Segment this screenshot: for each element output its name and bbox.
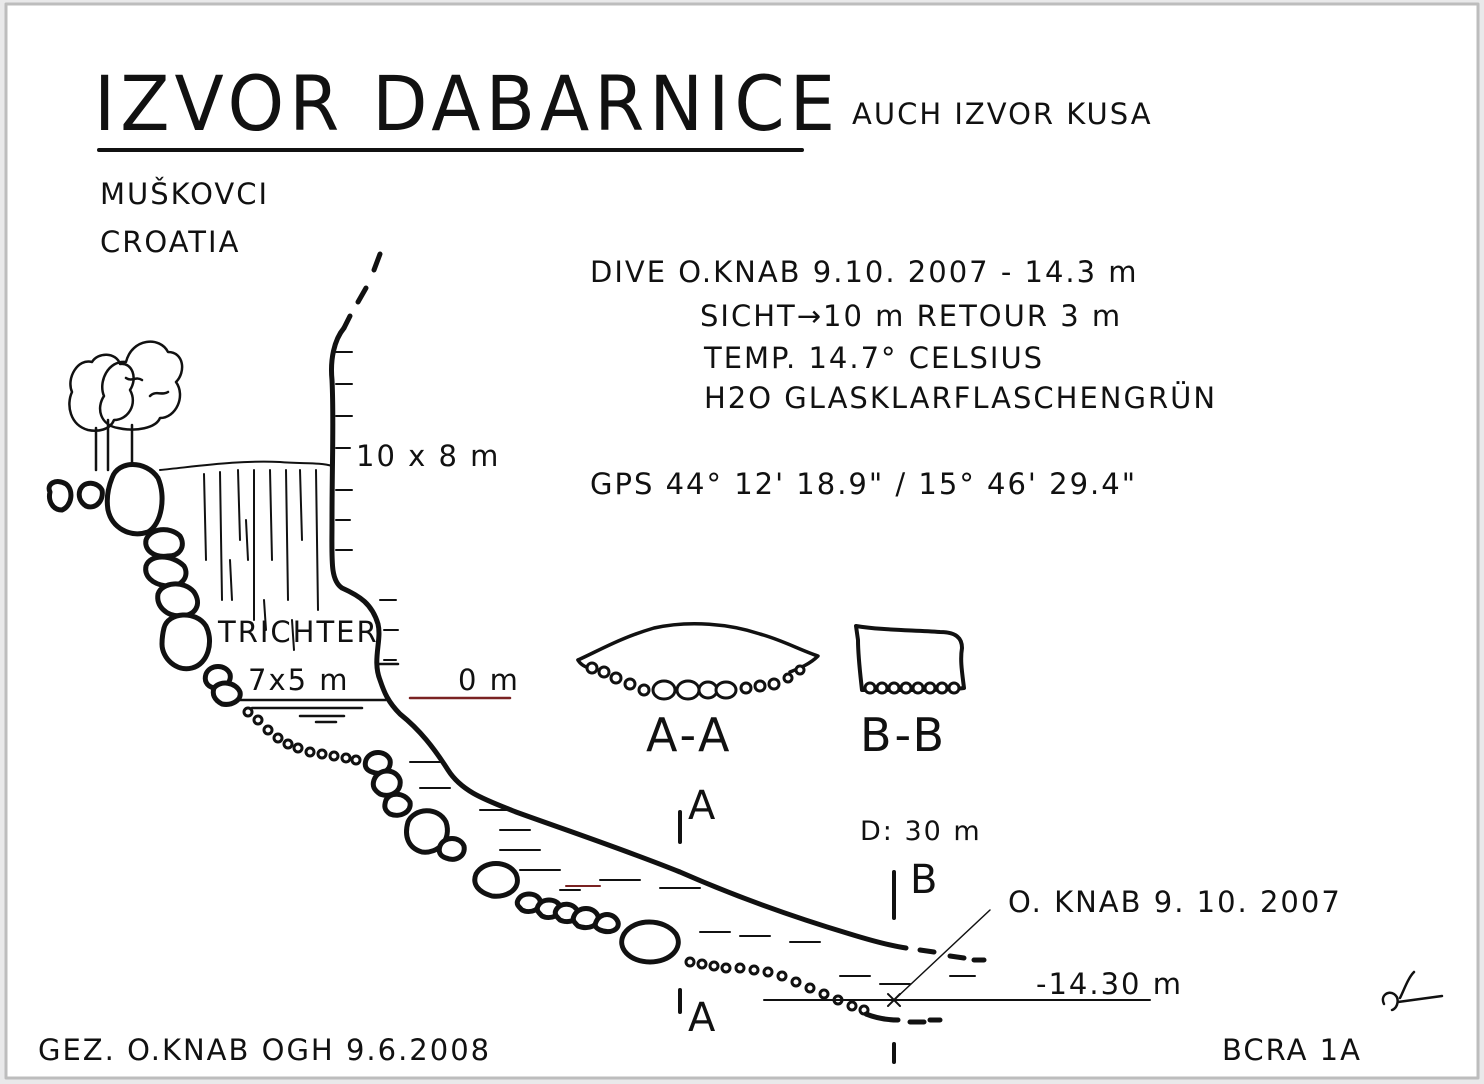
shaft-hatching: [335, 351, 399, 661]
funnel-size-label: 7x5 m: [248, 663, 350, 697]
underwater-dashes: [409, 761, 976, 985]
section-a-title: A-A: [646, 708, 733, 762]
endpoint-label: O. KNAB 9. 10. 2007: [1008, 885, 1342, 919]
shaft-size-label: 10 x 8 m: [356, 439, 501, 473]
gps-coordinates: GPS 44° 12' 18.9" / 15° 46' 29.4": [590, 467, 1138, 501]
dive-line-2: SICHT→10 m RETOUR 3 m: [700, 299, 1123, 333]
water-surface: [236, 662, 512, 724]
signature: [1381, 970, 1444, 1012]
section-b-marker: B: [910, 857, 940, 903]
distance-label: D: 30 m: [860, 816, 982, 847]
depth-label: -14.30 m: [1036, 967, 1183, 1001]
dive-line-3: TEMP. 14.7° CELSIUS: [704, 341, 1045, 375]
section-a-marker-top: A: [688, 783, 718, 829]
cross-section-a: [576, 621, 820, 701]
footer-bcra-grade: BCRA 1A: [1222, 1033, 1362, 1067]
footer-drawn-by: GEZ. O.KNAB OGH 9.6.2008: [38, 1033, 492, 1067]
pebbles: [242, 706, 870, 1016]
section-markers: [678, 810, 896, 1064]
cave-wall-profile: [329, 251, 987, 1025]
section-b-title: B-B: [860, 708, 948, 762]
trees-icon: [68, 340, 184, 472]
cross-section-b: [854, 624, 966, 695]
page-subtitle: AUCH IZVOR KUSA: [852, 97, 1153, 131]
location-country: CROATIA: [100, 225, 241, 259]
dive-line-1: DIVE O.KNAB 9.10. 2007 - 14.3 m: [590, 255, 1139, 289]
page-title: IZVOR DABARNICE: [94, 59, 841, 149]
section-a-marker-bottom: A: [688, 995, 718, 1041]
depth-marker: [763, 909, 1151, 1007]
dive-line-4: H2O GLASKLARFLASCHENGRÜN: [704, 381, 1218, 415]
location-town: MUŠKOVCI: [100, 177, 270, 211]
water-level-label: 0 m: [458, 663, 520, 697]
funnel-hatching: [159, 460, 333, 651]
boulders: [46, 462, 681, 965]
funnel-label: TRICHTER: [218, 615, 379, 649]
